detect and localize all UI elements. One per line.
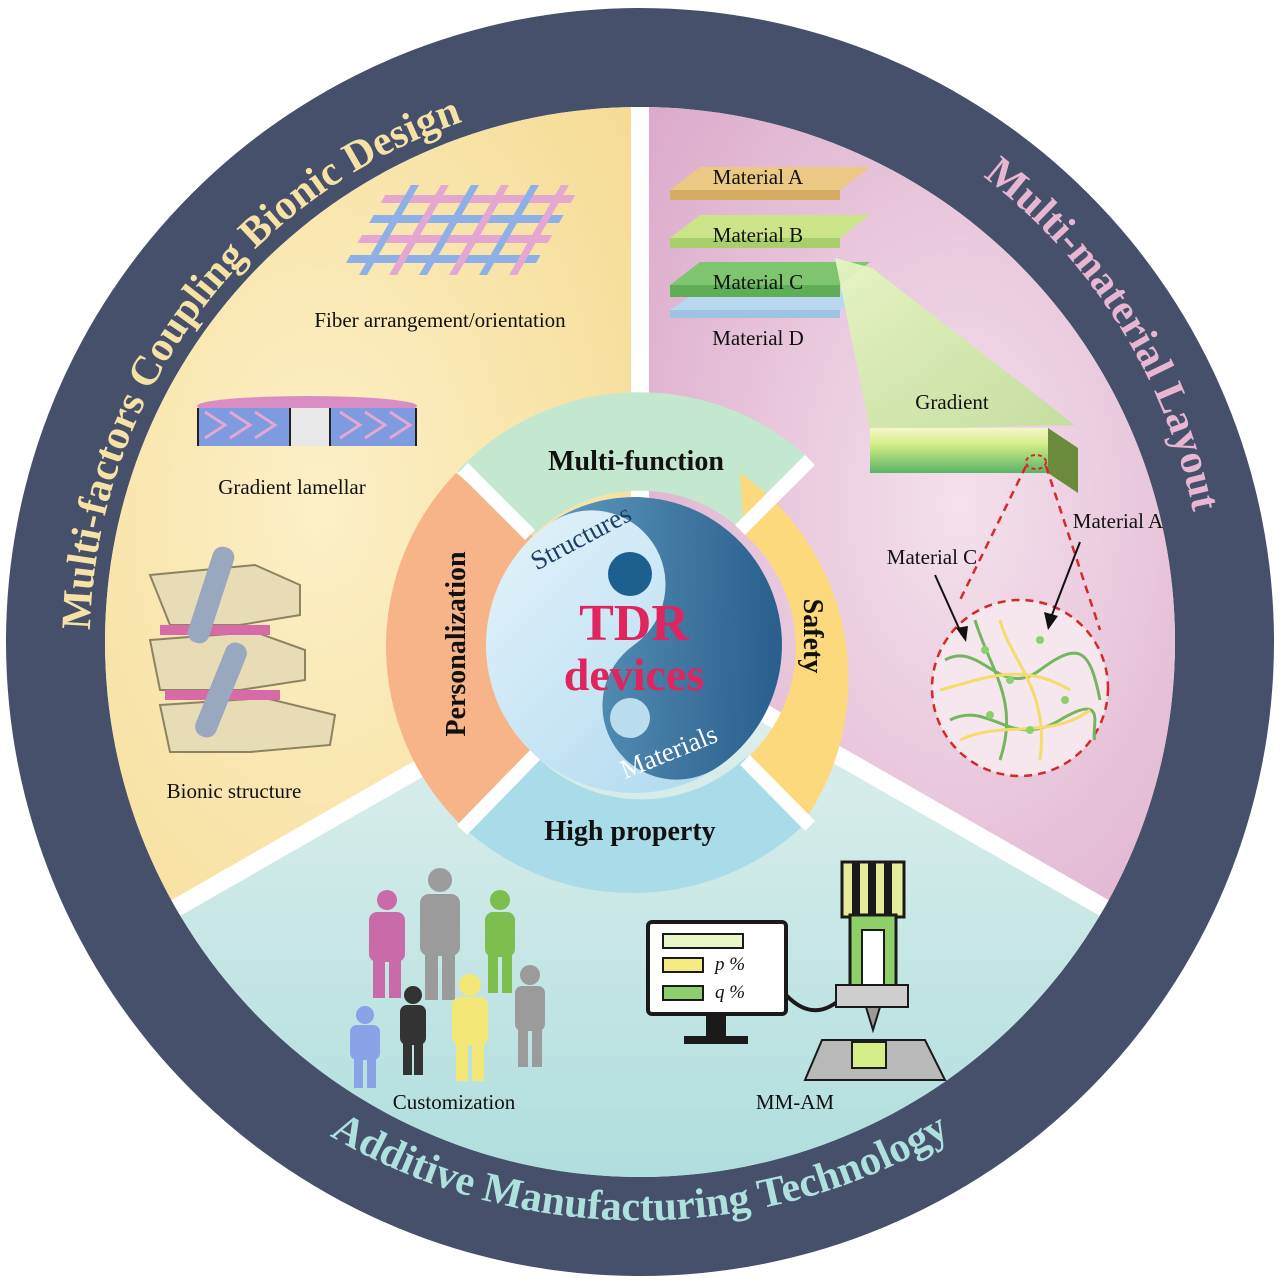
segment-left-label: Personalization — [441, 551, 472, 737]
segment-top — [457, 392, 806, 535]
gradient-block-illustration — [870, 428, 1078, 493]
fiber-mesh-illustration — [345, 185, 576, 275]
gradient-lamellar-illustration — [197, 396, 417, 446]
yin-yang-center — [486, 497, 782, 793]
callout-c-arrowhead — [956, 626, 968, 642]
segment-right-label: Safety — [797, 599, 828, 674]
callout-a-arrow — [1049, 541, 1081, 621]
material-a-label: Material A — [713, 165, 804, 189]
material-d-label: Material D — [712, 326, 804, 350]
mmam-label: MM-AM — [756, 1090, 835, 1114]
screen-q-label: q % — [715, 982, 745, 1003]
zoom-line-right — [1044, 465, 1102, 631]
callout-a-label: Material A — [1073, 509, 1164, 533]
material-network-illustration — [930, 598, 1110, 778]
callout-c-arrow — [934, 574, 963, 636]
material-stack-illustration — [670, 167, 870, 318]
callout-c-label: Material C — [887, 545, 977, 569]
customization-label: Customization — [393, 1090, 516, 1114]
lamellar-label: Gradient lamellar — [218, 475, 366, 499]
mm-am-printer-illustration — [646, 860, 947, 1081]
customization-people-illustration — [350, 868, 545, 1088]
screen-p-label: p % — [713, 954, 745, 975]
center-segment-ring — [386, 392, 849, 894]
bionic-structure-label: Bionic structure — [167, 779, 302, 803]
segment-right — [740, 473, 849, 820]
segment-bottom — [462, 755, 806, 894]
callout-a-arrowhead — [1044, 612, 1058, 630]
segment-top-label: Multi-function — [548, 446, 724, 477]
zoom-beam — [835, 258, 1075, 430]
zoom-line-left — [958, 465, 1028, 601]
center-title-line1: TDR — [579, 595, 690, 652]
fiber-label: Fiber arrangement/orientation — [314, 308, 566, 332]
yin-dot — [608, 552, 652, 596]
yang-dot — [610, 698, 650, 738]
gradient-label: Gradient — [915, 390, 989, 414]
material-c-label: Material C — [713, 270, 803, 294]
bionic-spine-illustration — [148, 546, 337, 753]
segment-bottom-label: High property — [544, 816, 715, 847]
segment-left — [386, 473, 533, 824]
zoom-spot — [1025, 454, 1047, 470]
material-b-label: Material B — [713, 223, 803, 247]
center-title-line2: devices — [564, 649, 705, 700]
